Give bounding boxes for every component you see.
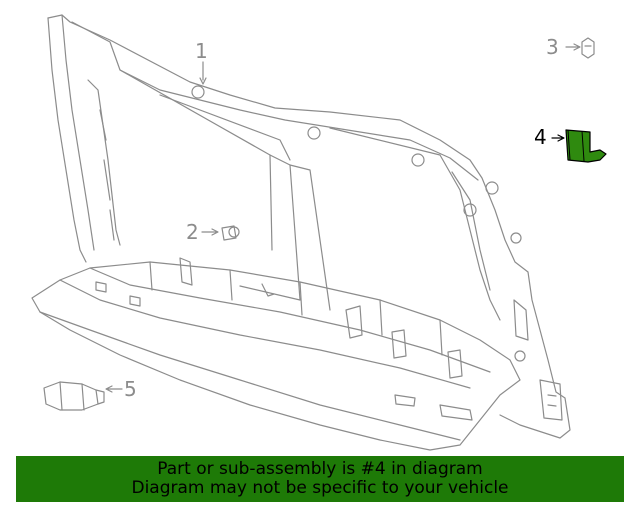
callout-4: 4 xyxy=(534,125,547,149)
clip-part-3 xyxy=(581,37,595,59)
radiator-support-frame xyxy=(31,14,571,451)
callout-2: 2 xyxy=(186,220,199,244)
connector-part-5 xyxy=(43,381,105,411)
callout-3: 3 xyxy=(546,35,559,59)
bracket-part-4-highlighted xyxy=(565,129,607,163)
callout-5: 5 xyxy=(124,377,137,401)
leader-line-4 xyxy=(551,134,565,142)
leader-line-2 xyxy=(201,228,219,236)
bolt-part-2 xyxy=(221,225,240,241)
parts-diagram xyxy=(31,14,607,451)
leader-arrow-1 xyxy=(199,77,207,85)
banner-line-1: Part or sub-assembly is #4 in diagram xyxy=(157,459,483,479)
leader-line-5 xyxy=(105,385,123,393)
banner-line-2: Diagram may not be specific to your vehi… xyxy=(131,478,509,498)
leader-line-3 xyxy=(565,43,581,51)
part-highlight-banner: Part or sub-assembly is #4 in diagram Di… xyxy=(16,456,624,502)
callout-1: 1 xyxy=(195,39,208,63)
